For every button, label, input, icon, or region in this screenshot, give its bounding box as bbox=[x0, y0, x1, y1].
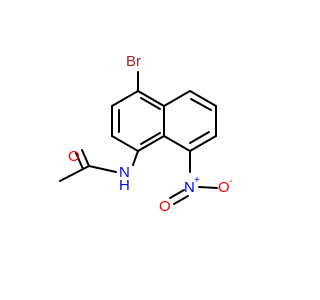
bond-c7-c8 bbox=[189, 135, 217, 152]
bond-c8a-c8 bbox=[163, 135, 191, 152]
nitro-plus-charge: + bbox=[194, 175, 200, 186]
chemical-structure-diagram: Br N H O N + O O - bbox=[59, 53, 232, 215]
atom-labels: Br N H O N + O O - bbox=[68, 53, 232, 215]
nitro-single-oxygen-label: O bbox=[218, 179, 230, 196]
bond-amide-n-carbonyl-c bbox=[88, 165, 117, 173]
bromine-label: Br bbox=[126, 53, 141, 70]
nitro-minus-charge: - bbox=[229, 176, 232, 187]
bond-carbonyl-c-o-a bbox=[81, 149, 90, 167]
bond-c1-c8a bbox=[137, 135, 165, 152]
nitro-nitrogen-label: N bbox=[184, 179, 195, 196]
bond-c5-c6 bbox=[189, 90, 217, 107]
bond-c4-c4a-double bbox=[137, 90, 165, 107]
amide-nitrogen-label: N bbox=[119, 164, 130, 181]
bond-c4-c4a-inner bbox=[140, 97, 161, 110]
bond-nitro-n-o-double-b bbox=[173, 195, 189, 205]
amide-hydrogen-label: H bbox=[119, 177, 130, 194]
bond-nitro-n-o-double-a bbox=[169, 189, 185, 199]
bond-carbonyl-c-o-b bbox=[75, 152, 84, 170]
bond-c2-c1 bbox=[111, 135, 139, 152]
bond-c1-c8a-inner bbox=[140, 132, 161, 145]
bonds bbox=[59, 71, 218, 205]
bond-nitro-n-o-single bbox=[198, 186, 218, 189]
bond-c4a-c5 bbox=[163, 90, 191, 107]
nitro-double-oxygen-label: O bbox=[159, 198, 171, 215]
bond-carbonyl-c-methyl bbox=[59, 165, 90, 182]
carbonyl-oxygen-label: O bbox=[68, 148, 80, 165]
bond-c7-c8-inner bbox=[189, 131, 210, 144]
bond-c1-amide-n bbox=[132, 150, 139, 166]
bond-c5-c6-inner bbox=[190, 98, 212, 111]
bond-c4-c3 bbox=[111, 90, 139, 107]
